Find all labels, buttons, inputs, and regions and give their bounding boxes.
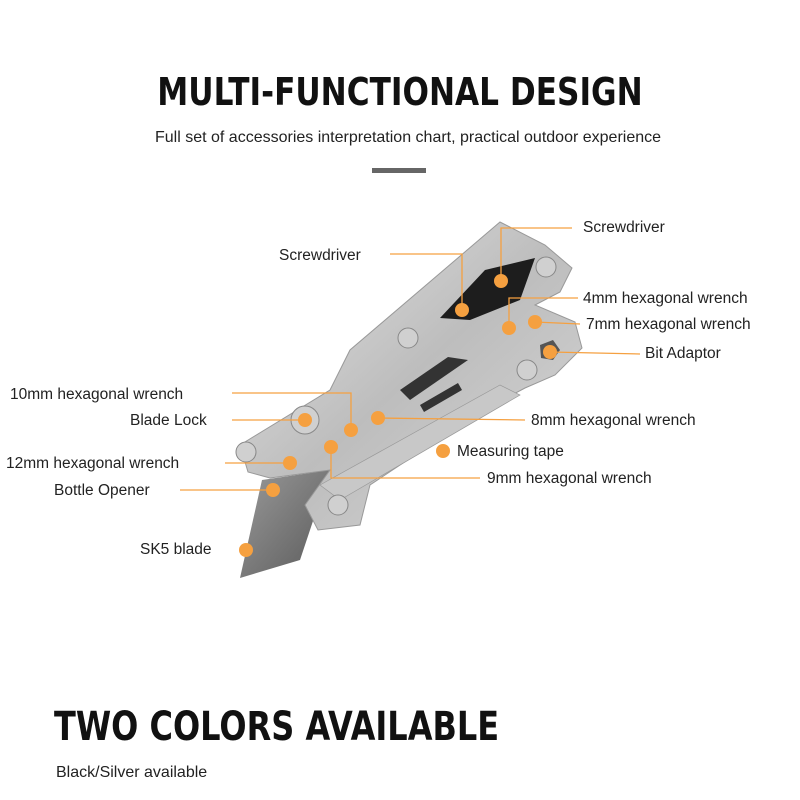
label-7mm-wrench: 7mm hexagonal wrench (586, 316, 751, 333)
label-4mm-wrench: 4mm hexagonal wrench (583, 290, 748, 307)
label-bottle-opener: Bottle Opener (54, 482, 150, 499)
callout-dots (239, 274, 557, 557)
divider (372, 168, 426, 173)
blade (240, 470, 330, 578)
label-measuring-tape: Measuring tape (457, 443, 564, 460)
label-sk5-blade: SK5 blade (140, 541, 212, 558)
page-subtitle: Full set of accessories interpretation c… (154, 129, 662, 146)
label-screwdriver-left: Screwdriver (279, 247, 361, 264)
slot-1 (400, 357, 468, 400)
label-10mm-wrench: 10mm hexagonal wrench (10, 386, 184, 403)
utility-knife-image (235, 221, 583, 578)
page-title: MULTI-FUNCTIONAL DESIGN (157, 70, 643, 114)
label-bit-adaptor: Bit Adaptor (645, 345, 721, 362)
label-blade-lock: Blade Lock (130, 412, 207, 429)
label-screwdriver-right: Screwdriver (583, 219, 665, 236)
label-8mm-wrench: 8mm hexagonal wrench (531, 412, 696, 429)
label-9mm-wrench: 9mm hexagonal wrench (487, 470, 652, 487)
slot-2 (420, 383, 462, 412)
colors-subtitle: Black/Silver available (56, 764, 208, 781)
colors-title: TWO COLORS AVAILABLE (54, 704, 500, 750)
callout-lines (180, 227, 641, 491)
label-12mm-wrench: 12mm hexagonal wrench (6, 455, 180, 472)
